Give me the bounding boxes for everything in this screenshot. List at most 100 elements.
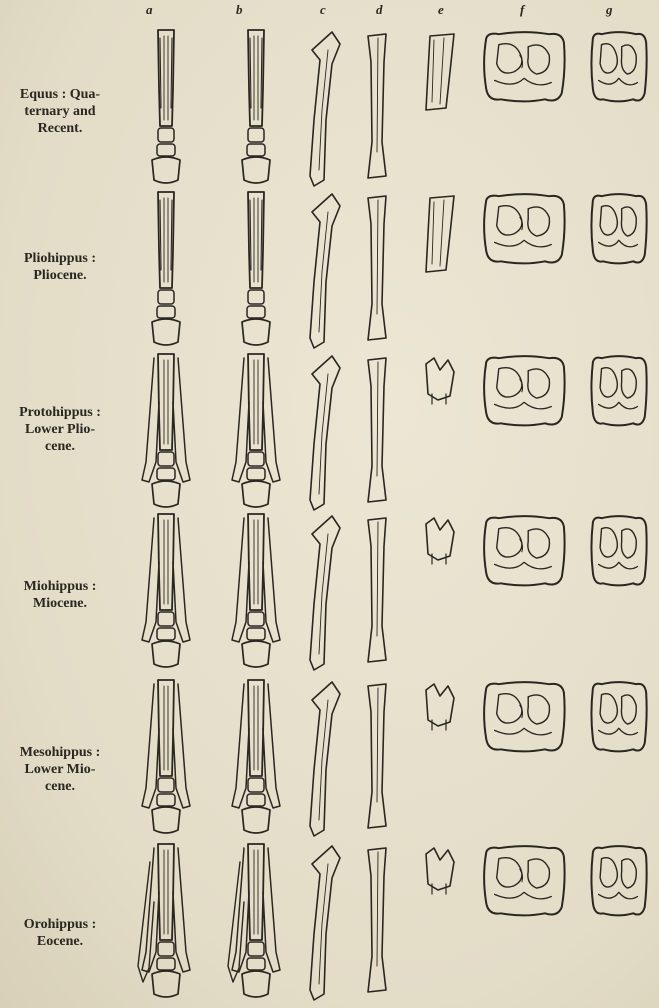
enamel-fold: [495, 892, 552, 899]
shank-5: [368, 684, 386, 828]
crown-upper-2: [484, 194, 564, 263]
hoof: [242, 971, 270, 997]
foot-front-2: [152, 192, 180, 345]
phalanx: [248, 452, 264, 466]
side-toe-right: [263, 684, 280, 808]
enamel-fold: [599, 78, 638, 85]
enamel-fold: [621, 45, 636, 74]
bone-line: [377, 200, 378, 314]
tooth-line: [440, 200, 444, 266]
crown-upper-3: [484, 356, 564, 425]
enamel-fold: [621, 207, 636, 236]
enamel-fold: [497, 528, 522, 557]
tooth-side-2: [426, 196, 454, 272]
hoof: [152, 319, 180, 345]
hoof: [242, 641, 270, 667]
enamel-fold: [528, 695, 550, 724]
crown-lower-5: [591, 682, 646, 751]
side-toe-left: [142, 518, 159, 642]
side-toe-right: [173, 684, 190, 808]
side-toe-left: [142, 358, 159, 482]
crown-lower-3: [591, 356, 646, 425]
tooth-side-6: [426, 848, 454, 894]
enamel-fold: [528, 529, 550, 558]
enamel-fold: [599, 562, 638, 569]
cannon-bone: [248, 354, 264, 450]
phalanx: [247, 958, 265, 970]
tooth-line: [440, 38, 444, 104]
ulna-radius: [310, 682, 340, 836]
enamel-fold: [528, 207, 550, 236]
cannon-bone: [158, 354, 174, 450]
tooth-crown: [484, 682, 564, 751]
enamel-fold: [600, 206, 617, 235]
tooth-line: [432, 40, 434, 102]
enamel-fold: [599, 240, 638, 247]
tooth-side-1: [426, 34, 454, 110]
forearm-6: [310, 846, 340, 1000]
ulna-radius: [310, 516, 340, 670]
cannon-bone: [158, 844, 174, 940]
side-toe-right: [263, 518, 280, 642]
forearm-2: [310, 194, 340, 348]
crown-lower-6: [591, 846, 646, 915]
phalanx: [248, 778, 264, 792]
bone-line: [377, 38, 378, 152]
phalanx: [158, 612, 174, 626]
enamel-fold: [497, 206, 522, 235]
foot-front-6: [138, 844, 190, 997]
enamel-fold: [600, 44, 617, 73]
enamel-fold: [495, 240, 552, 247]
side-toe-left: [232, 518, 249, 642]
shank-1: [368, 34, 386, 178]
phalanx: [157, 794, 175, 806]
shank-3: [368, 358, 386, 502]
foot-front-1: [152, 30, 180, 183]
enamel-fold: [528, 369, 550, 398]
tooth-crown: [591, 516, 646, 585]
side-toe-left: [142, 684, 159, 808]
phalanx: [157, 144, 175, 156]
enamel-fold: [599, 892, 638, 899]
phalanx: [157, 628, 175, 640]
phalanx: [158, 290, 174, 304]
foot-hind-4: [232, 514, 280, 667]
side-toe-right: [173, 518, 190, 642]
enamel-fold: [495, 728, 552, 735]
tooth-side: [426, 518, 454, 560]
cannon-bone: [158, 514, 174, 610]
enamel-fold: [600, 858, 617, 887]
ulna-radius: [310, 32, 340, 186]
phalanx: [158, 778, 174, 792]
enamel-fold: [621, 859, 636, 888]
phalanx: [158, 128, 174, 142]
side-toe-left: [232, 684, 249, 808]
phalanx: [247, 144, 265, 156]
ulna-radius: [310, 194, 340, 348]
hoof: [152, 157, 180, 183]
tooth-crown: [484, 32, 564, 101]
foot-hind-1: [242, 30, 270, 183]
tooth-side-4: [426, 518, 454, 564]
phalanx: [247, 306, 265, 318]
hoof: [242, 807, 270, 833]
cannon-bone: [158, 680, 174, 776]
enamel-fold: [621, 369, 636, 398]
tooth-crown: [591, 32, 646, 101]
hoof: [242, 319, 270, 345]
foot-front-4: [142, 514, 190, 667]
phalanx: [248, 128, 264, 142]
enamel-fold: [528, 45, 550, 74]
tooth-crown: [484, 356, 564, 425]
bone-line: [377, 362, 378, 476]
side-toe-left: [232, 358, 249, 482]
enamel-fold: [495, 402, 552, 409]
hoof: [152, 641, 180, 667]
foot-front-5: [142, 680, 190, 833]
tooth-line: [432, 202, 434, 264]
bone-line: [377, 852, 378, 966]
cannon-bone: [248, 514, 264, 610]
shank-6: [368, 848, 386, 992]
ulna-radius: [310, 846, 340, 1000]
